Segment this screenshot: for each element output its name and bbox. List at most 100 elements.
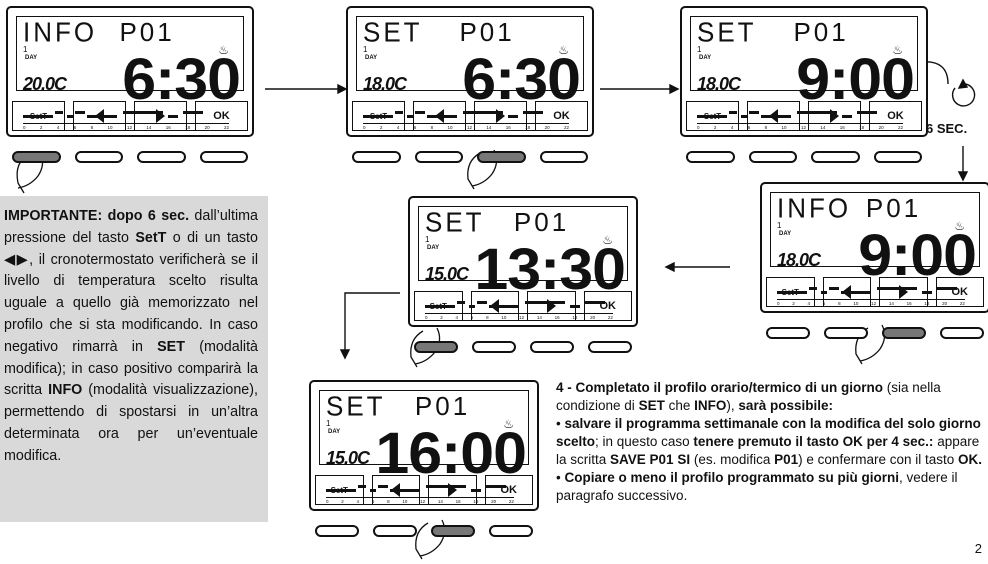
profile-bar: [525, 301, 565, 304]
temperature-text: 18.0C: [697, 74, 741, 94]
hardware-button[interactable]: [882, 327, 926, 339]
set-key[interactable]: SetT: [12, 101, 65, 131]
hardware-button[interactable]: [74, 151, 123, 163]
right-arrow-icon: [156, 109, 165, 123]
right-arrow-icon: [830, 109, 839, 123]
ok-key[interactable]: OK: [869, 101, 922, 131]
scale-tick: 20: [590, 314, 596, 320]
right-key[interactable]: [808, 101, 861, 131]
hardware-button[interactable]: [414, 151, 463, 163]
program-text: P01: [865, 193, 922, 223]
left-key[interactable]: [470, 291, 519, 321]
scale-tick: 12: [126, 124, 132, 130]
profile-bar: [829, 287, 839, 290]
left-key[interactable]: [73, 101, 126, 131]
hardware-button[interactable]: [477, 151, 526, 163]
profile-bar: [168, 115, 178, 118]
right-key[interactable]: [527, 291, 576, 321]
profile-bar: [842, 115, 852, 118]
scale-tick: 12: [466, 124, 472, 130]
scale-tick: 22: [607, 314, 613, 320]
hardware-button[interactable]: [766, 327, 810, 339]
hardware-button[interactable]: [137, 151, 186, 163]
hardware-button[interactable]: [199, 151, 248, 163]
hardware-button[interactable]: [431, 525, 475, 537]
right-arrow-icon: [496, 109, 505, 123]
flame-icon: ♨: [503, 417, 514, 431]
right-key[interactable]: [428, 475, 477, 505]
hardware-button[interactable]: [472, 341, 516, 353]
scale-tick: 16: [839, 124, 845, 130]
scale-tick: 22: [508, 498, 514, 504]
hardware-button[interactable]: [352, 151, 401, 163]
hardware-button[interactable]: [824, 327, 868, 339]
profile-bar: [469, 305, 475, 308]
scale-tick: 0: [425, 314, 428, 320]
profile-bar: [425, 305, 455, 308]
ok-key[interactable]: OK: [583, 291, 632, 321]
mode-text: INFO: [23, 16, 98, 48]
set-key[interactable]: SetT: [686, 101, 739, 131]
scale-tick: 8: [387, 498, 390, 504]
hardware-button[interactable]: [940, 327, 984, 339]
scale-tick: 8: [838, 300, 841, 306]
profile-bar: [390, 489, 420, 492]
right-arrow-icon: [898, 285, 908, 299]
hardware-button[interactable]: [414, 341, 458, 353]
softkey-row: SetT OK: [352, 101, 588, 131]
hardware-button[interactable]: [12, 151, 61, 163]
hardware-button[interactable]: [686, 151, 735, 163]
hardware-button[interactable]: [489, 525, 533, 537]
right-key[interactable]: [474, 101, 527, 131]
hardware-button[interactable]: [530, 341, 574, 353]
hardware-button[interactable]: [873, 151, 922, 163]
set-key[interactable]: SetT: [315, 475, 364, 505]
scale-tick: 14: [888, 300, 894, 306]
set-key[interactable]: SetT: [352, 101, 405, 131]
temperature-text: 15.0C: [326, 448, 370, 468]
softkey-row: SetT OK: [686, 101, 922, 131]
hardware-button[interactable]: [748, 151, 797, 163]
set-key[interactable]: SetT: [414, 291, 463, 321]
profile-bar: [55, 111, 63, 114]
scale-tick: 12: [800, 124, 806, 130]
scale-tick: 2: [379, 124, 383, 130]
profile-bar: [477, 301, 487, 304]
mode-text: SET: [425, 206, 485, 238]
set-key[interactable]: SetT: [766, 277, 815, 307]
profile-bar: [358, 485, 366, 488]
scale-tick: 6: [371, 498, 375, 504]
scale-tick: 22: [563, 124, 569, 130]
left-key[interactable]: [413, 101, 466, 131]
hardware-button[interactable]: [588, 341, 632, 353]
scale-tick: 2: [440, 314, 443, 320]
ok-key[interactable]: OK: [935, 277, 984, 307]
ok-key[interactable]: OK: [195, 101, 248, 131]
hardware-button[interactable]: [315, 525, 359, 537]
hardware-buttons: [766, 327, 984, 339]
profile-bar: [729, 111, 737, 114]
right-key[interactable]: [879, 277, 928, 307]
left-key[interactable]: [822, 277, 871, 307]
hardware-buttons: [686, 151, 922, 163]
scale-tick: 20: [878, 124, 884, 130]
scale-tick: 10: [853, 300, 859, 306]
right-key[interactable]: [134, 101, 187, 131]
profile-bar: [809, 287, 817, 290]
scale-tick: 8: [764, 124, 768, 130]
ok-key[interactable]: OK: [484, 475, 533, 505]
left-key[interactable]: [747, 101, 800, 131]
left-key[interactable]: [371, 475, 420, 505]
hardware-button[interactable]: [539, 151, 588, 163]
day-number: 1: [326, 419, 331, 428]
hardware-button[interactable]: [373, 525, 417, 537]
profile-bar: [463, 111, 503, 114]
ok-key[interactable]: OK: [535, 101, 588, 131]
hardware-button[interactable]: [811, 151, 860, 163]
